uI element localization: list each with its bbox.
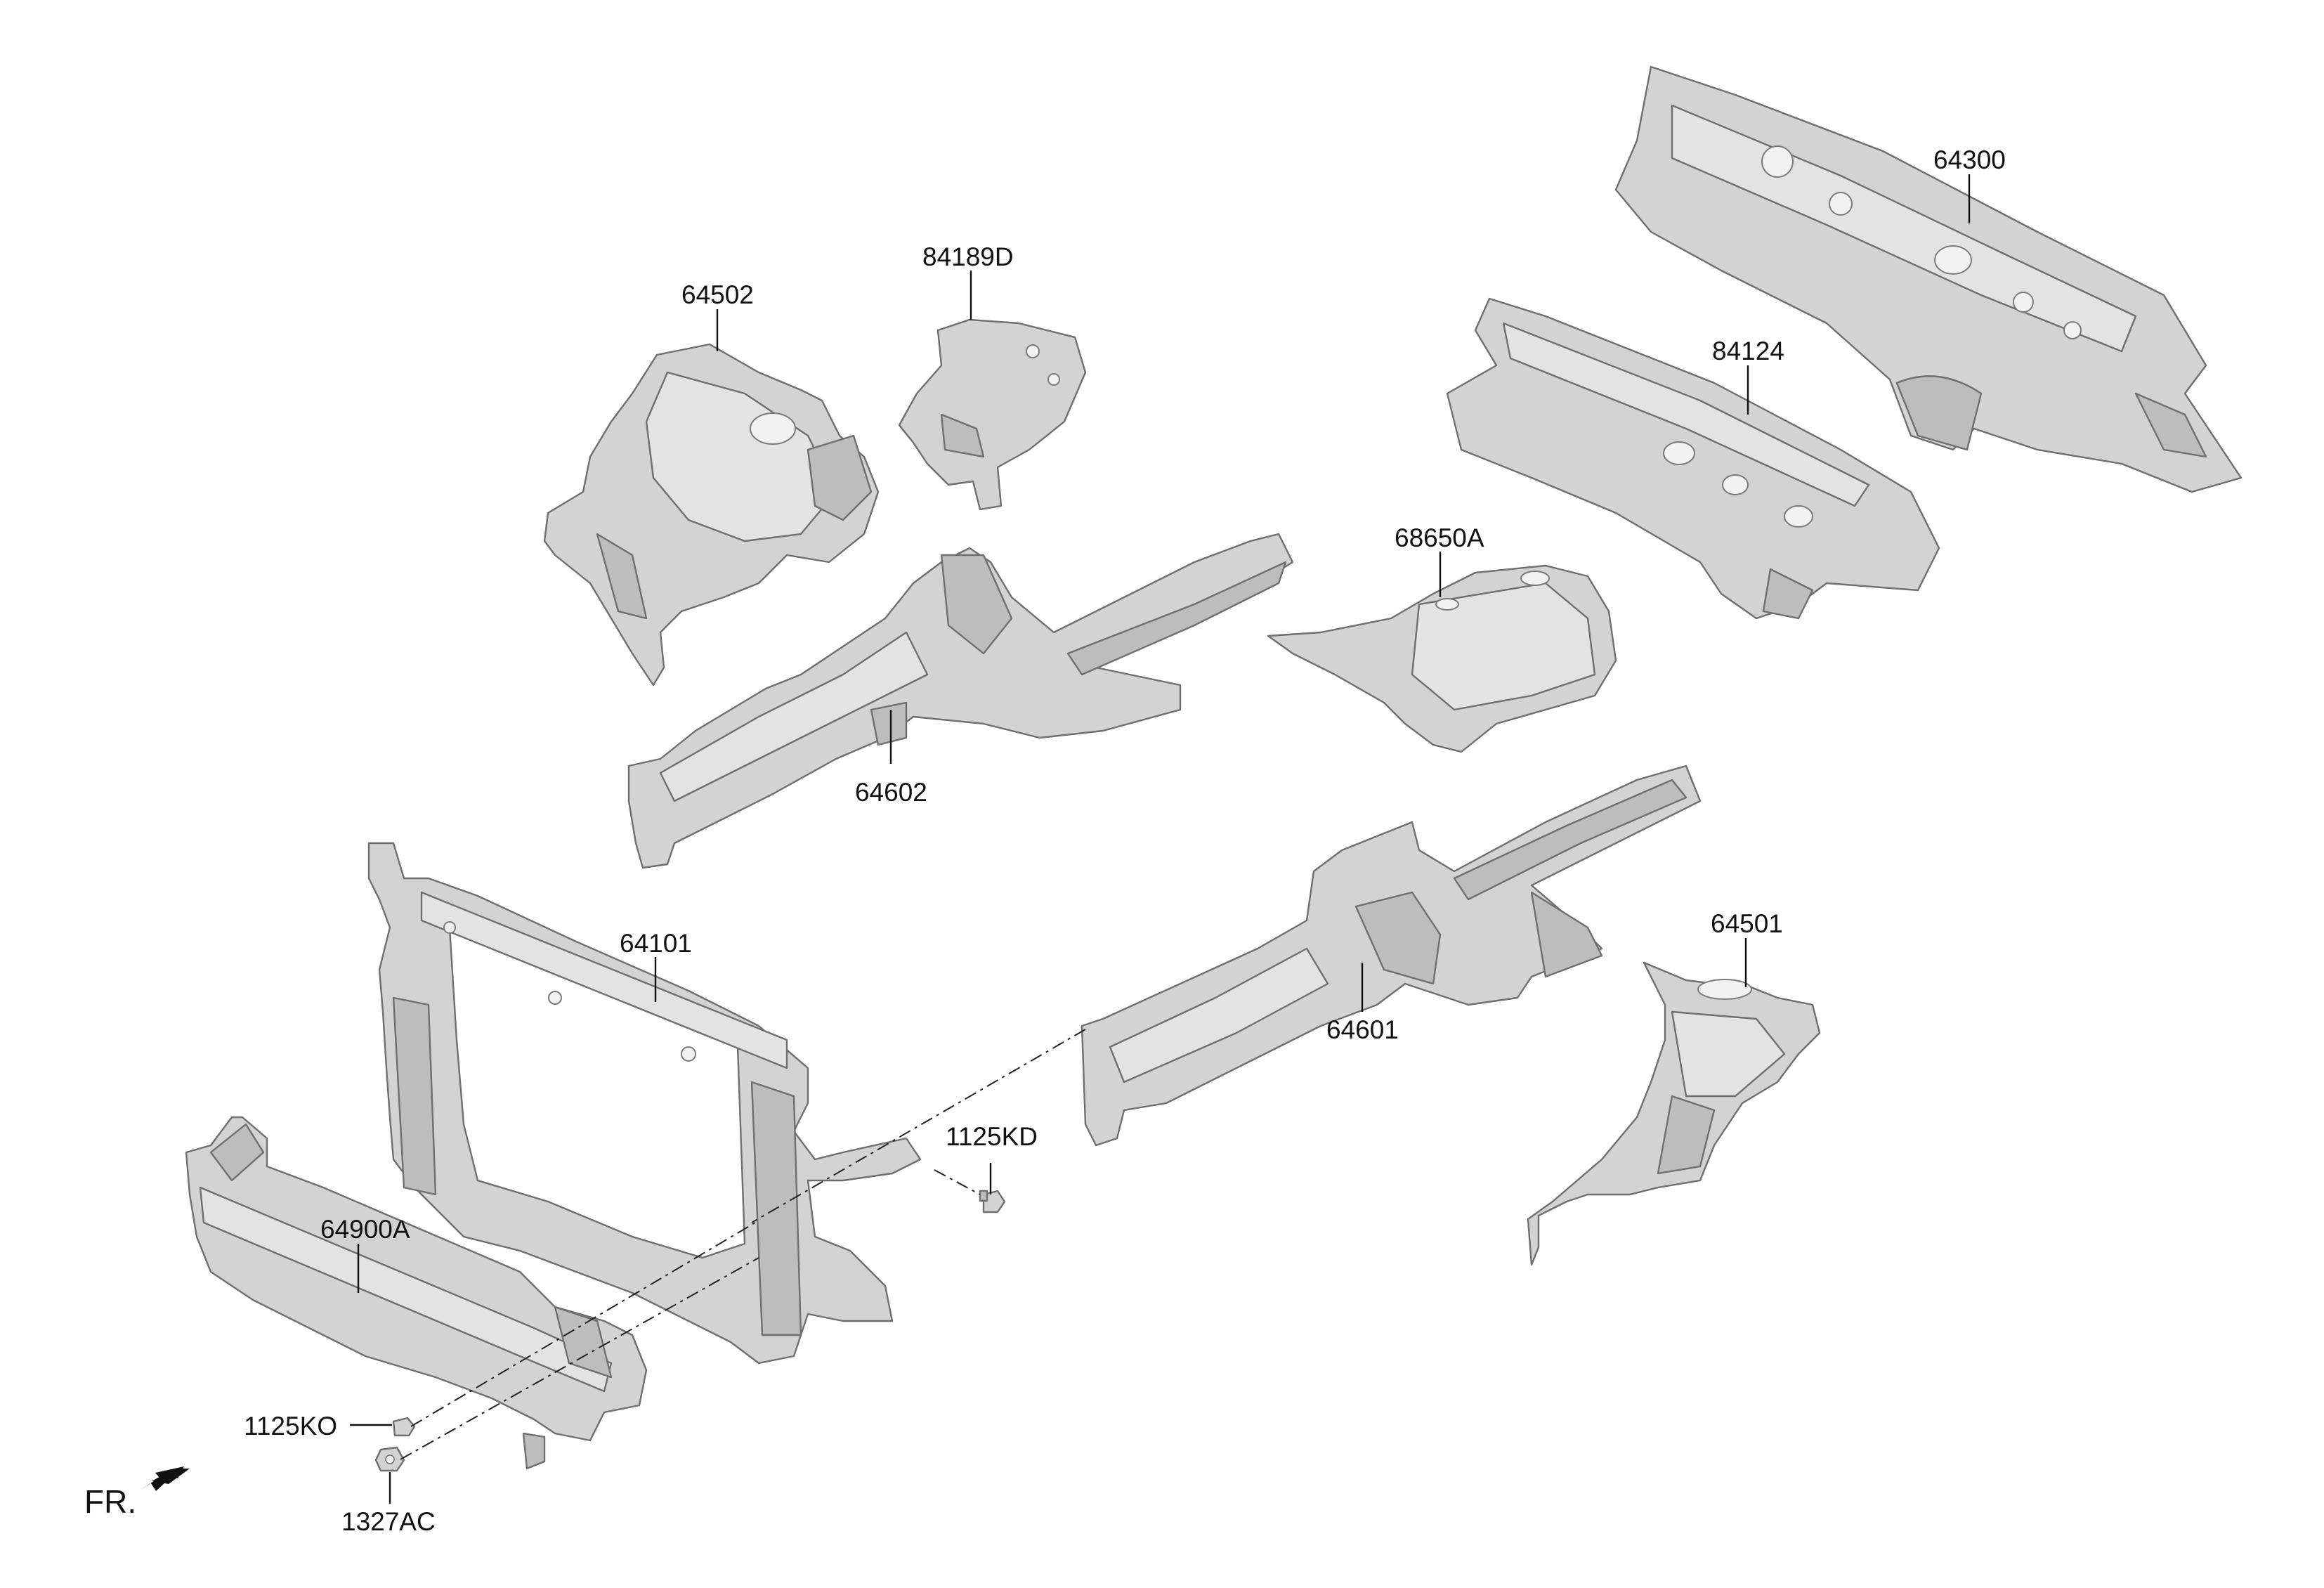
fender-apron-lh[interactable] <box>1527 961 1821 1266</box>
front-side-member-rh[interactable] <box>627 533 1294 869</box>
bolt-1125kd[interactable] <box>979 1190 1006 1213</box>
assembly-line <box>751 1029 1086 1223</box>
bumper-beam[interactable] <box>185 1116 648 1470</box>
label-64300: 64300 <box>1933 145 2006 174</box>
label-84124: 84124 <box>1712 337 1784 365</box>
front-direction-label: FR. <box>84 1483 136 1520</box>
label-1125KO: 1125KO <box>244 1412 337 1440</box>
assembly-line <box>934 1169 981 1195</box>
leader-lines <box>350 174 1971 1504</box>
label-64602: 64602 <box>855 778 927 807</box>
assembly-line <box>410 1222 756 1427</box>
label-68650A: 68650A <box>1395 523 1484 552</box>
label-64900A: 64900A <box>320 1215 410 1244</box>
fender-apron-rh[interactable] <box>543 343 880 686</box>
assembly-line <box>400 1257 759 1460</box>
label-1327AC: 1327AC <box>341 1507 436 1536</box>
dash-panel[interactable] <box>1614 65 2243 493</box>
front-end-carrier[interactable] <box>367 842 922 1365</box>
bolt-1125ko[interactable] <box>392 1417 416 1437</box>
heat-protector[interactable] <box>1267 564 1617 753</box>
label-64502: 64502 <box>681 280 754 309</box>
label-64501: 64501 <box>1711 909 1783 938</box>
insulator-bracket[interactable] <box>898 318 1087 511</box>
label-64101: 64101 <box>620 929 692 958</box>
label-1125KD: 1125KD <box>946 1122 1038 1151</box>
front-direction-indicator: FR. <box>84 1466 190 1520</box>
cowl-cross-member[interactable] <box>1446 297 1940 620</box>
label-84189D: 84189D <box>922 242 1014 271</box>
label-64601: 64601 <box>1326 1015 1399 1044</box>
nut-1327ac[interactable] <box>374 1446 405 1472</box>
front-side-member-lh[interactable] <box>1081 764 1702 1147</box>
